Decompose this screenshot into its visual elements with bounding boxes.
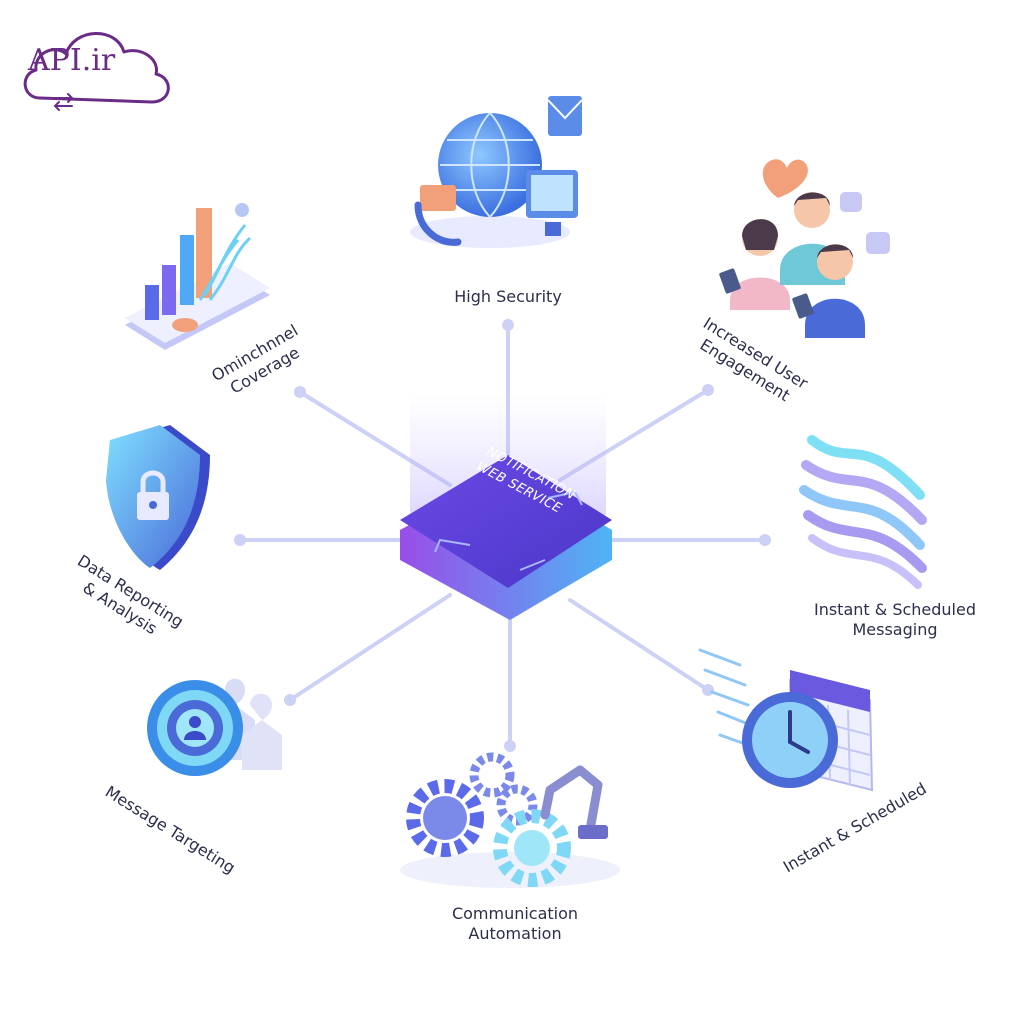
label-instant-messaging-line2: Messaging	[852, 620, 938, 639]
shield-lock-icon	[106, 425, 210, 570]
logo-arrows-icon	[53, 93, 74, 111]
phone-handset-icon	[414, 201, 462, 246]
dot-omnichannel	[294, 386, 306, 398]
dot-automation	[504, 740, 516, 752]
envelope-flap	[547, 99, 583, 120]
label-instant-messaging: Instant & Scheduled Messaging	[795, 600, 995, 640]
globe-meridians	[440, 112, 540, 218]
speed-line-1	[698, 648, 742, 667]
target-user-icon	[147, 678, 282, 776]
gear-highlight	[493, 809, 571, 887]
person-hair-2	[794, 192, 830, 206]
line-instant-scheduled	[568, 598, 710, 692]
label-automation-line2: Automation	[468, 924, 562, 943]
tablet-device-2	[792, 293, 814, 319]
gears-robot-icon	[400, 752, 620, 888]
dot-instant-scheduled	[702, 684, 714, 696]
gear-small-1	[469, 752, 515, 798]
dot-message-targeting	[284, 694, 296, 706]
user-dot-icon	[235, 203, 249, 217]
chart-bar-4	[196, 208, 212, 298]
person-head-2	[794, 192, 830, 228]
gear-large	[406, 779, 484, 857]
hub-top	[400, 455, 612, 588]
wave-3	[799, 485, 925, 550]
person-head-3	[817, 244, 853, 280]
monitor-stand	[545, 222, 561, 236]
dot-high-security	[502, 319, 514, 331]
person-hair-3	[817, 244, 853, 258]
gear-small-2	[496, 784, 538, 826]
clock-calendar-icon	[698, 648, 874, 792]
monitor-screen	[531, 175, 573, 211]
label-automation-line1: Communication	[451, 904, 579, 923]
phone-card-icon	[420, 185, 456, 211]
line-message-targeting	[288, 593, 452, 702]
gear-highlight-hub	[514, 830, 550, 866]
speed-line-2	[703, 668, 747, 687]
tablet-top	[125, 263, 270, 343]
person-hair-1	[742, 219, 778, 250]
target-user-body	[184, 731, 206, 740]
label-high-security: High Security	[454, 287, 562, 306]
hub-block	[400, 455, 612, 620]
chat-bubble-icon-1	[840, 192, 862, 212]
speed-line-4	[716, 710, 750, 726]
hub-circuit	[434, 490, 583, 571]
person-body-3	[805, 298, 865, 338]
speed-line-3	[710, 690, 750, 707]
chart-coin	[172, 318, 198, 332]
logo-text: API.ir	[28, 43, 116, 78]
label-automation: Communication Automation	[430, 904, 600, 944]
wave-1	[807, 435, 925, 500]
globe-icon	[410, 96, 583, 248]
robot-base	[578, 825, 608, 839]
chart-data-streams	[198, 224, 252, 301]
ghost-user-2	[242, 693, 282, 770]
connector-dots	[234, 319, 771, 752]
dot-data-reporting	[234, 534, 246, 546]
lock-shackle	[140, 470, 166, 492]
gear-large-hub	[423, 796, 467, 840]
message-waves-icon	[799, 435, 927, 589]
dot-instant-messaging	[759, 534, 771, 546]
wave-5	[808, 534, 922, 589]
chat-bubble-icon-2	[866, 232, 890, 254]
label-instant-messaging-line1: Instant & Scheduled	[813, 600, 976, 619]
heart-icon	[762, 159, 808, 198]
logo-cloud-icon	[23, 32, 170, 104]
calendar-header	[790, 670, 870, 712]
wave-4	[803, 510, 927, 573]
wave-2	[801, 460, 927, 525]
clock-hands	[788, 710, 810, 754]
person-body-1	[730, 277, 790, 310]
people-icon	[719, 159, 890, 338]
target-user-head	[189, 716, 201, 728]
lock-keyhole	[149, 501, 157, 509]
chart-bar-1	[145, 285, 159, 320]
envelope-icon	[548, 96, 582, 136]
dot-engagement	[702, 384, 714, 396]
robot-arm	[540, 765, 603, 835]
chart-bar-3	[180, 235, 194, 305]
bar-chart-icon	[125, 203, 270, 350]
speed-lines	[698, 648, 750, 747]
tablet-device-1	[719, 268, 741, 294]
chart-bar-2	[162, 265, 176, 315]
